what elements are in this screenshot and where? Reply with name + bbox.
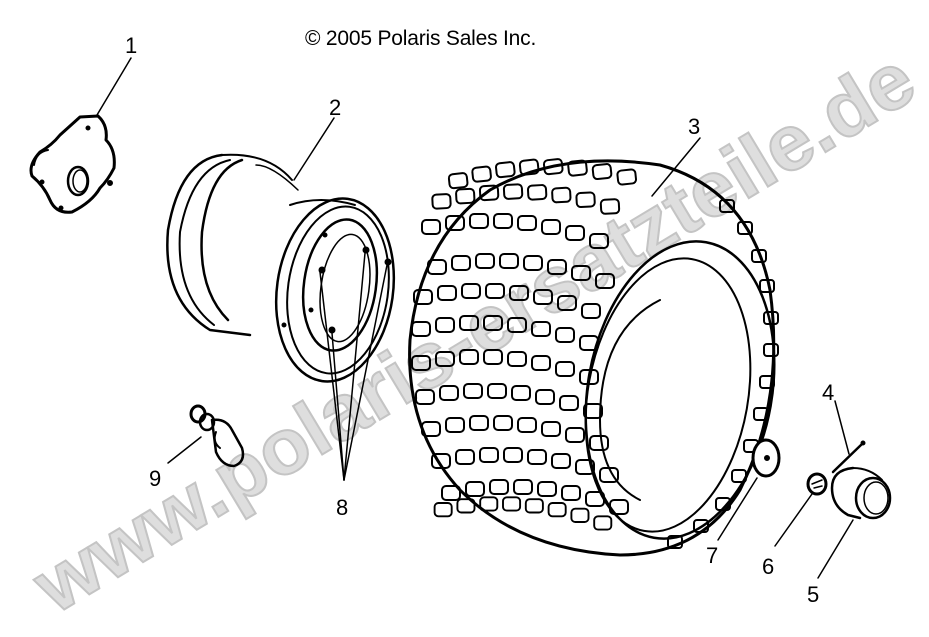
callout-6: 6 [762,554,775,579]
valve-stem-part [189,404,245,468]
callout-1: 1 [125,33,138,58]
callout-lines-8 [319,252,388,481]
callout-2: 2 [329,95,342,120]
callout-9: 9 [149,466,162,491]
copyright-title: © 2005 Polaris Sales Inc. [305,27,537,50]
callout-8: 8 [336,495,349,520]
cotter-pin-part [831,440,866,474]
callout-5: 5 [807,582,820,607]
callout-line-9 [167,436,202,464]
callout-line-5 [817,519,854,579]
nut-part [806,472,828,496]
callout-line-7 [717,477,758,541]
callout-3: 3 [688,114,701,139]
callout-7: 7 [706,543,719,568]
callout-line-4 [834,400,850,455]
callout-line-1 [96,57,132,116]
callout-line-3 [651,137,701,197]
rim-part [166,153,396,383]
callout-line-2 [293,117,335,181]
hub-plate-part [29,114,116,214]
washer-part [751,438,781,478]
callout-line-6 [774,493,813,547]
tire-part [408,148,779,557]
hub-cap-part [830,466,892,520]
callout-4: 4 [822,380,835,405]
